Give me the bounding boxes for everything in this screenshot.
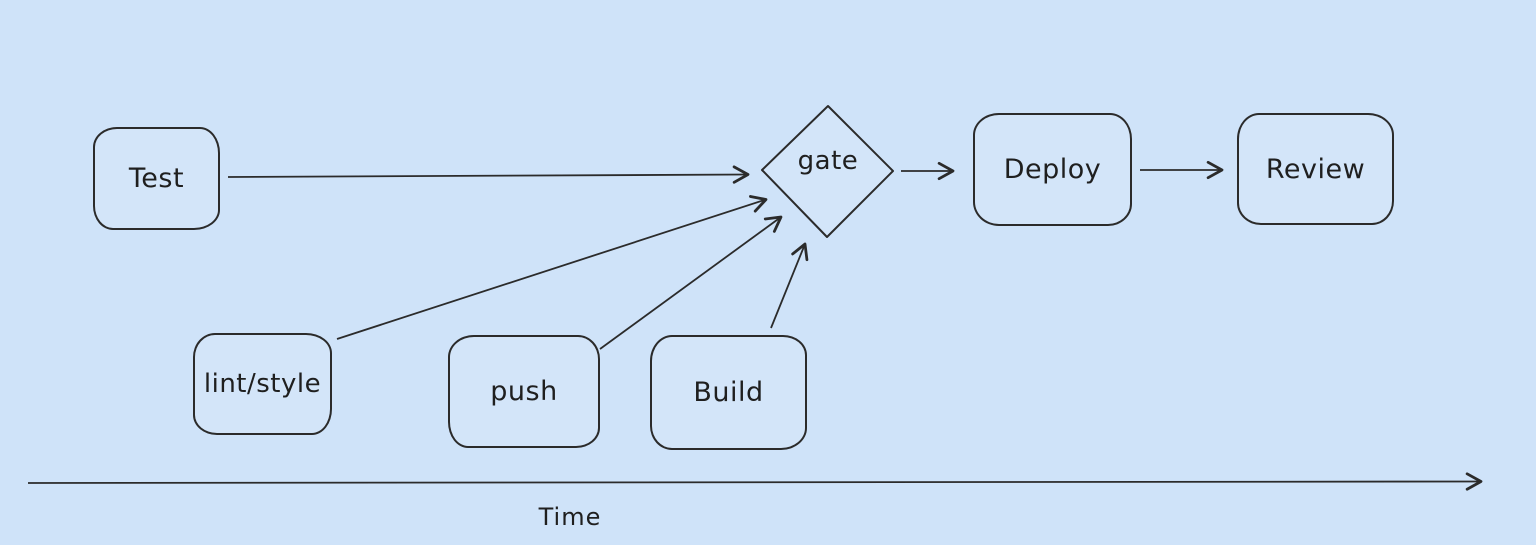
node-test-label: Test bbox=[128, 163, 185, 194]
node-lint-style[interactable]: lint/style bbox=[193, 333, 332, 435]
edge-lint-style-to-gate bbox=[336, 195, 768, 340]
edge-test-to-gate bbox=[227, 165, 750, 184]
node-build-label: Build bbox=[693, 377, 764, 408]
time-axis-arrow bbox=[27, 472, 1483, 491]
edge-push-to-gate bbox=[599, 215, 783, 350]
node-push[interactable]: push bbox=[448, 335, 600, 448]
edge-build-to-gate bbox=[770, 242, 809, 329]
gate-diamond-shape[interactable] bbox=[761, 105, 894, 238]
node-test[interactable]: Test bbox=[93, 127, 220, 230]
node-gate[interactable]: gate bbox=[763, 146, 893, 176]
node-deploy[interactable]: Deploy bbox=[973, 113, 1132, 226]
time-axis-label: Time bbox=[515, 503, 625, 531]
node-push-label: push bbox=[490, 376, 558, 407]
node-gate-label: gate bbox=[797, 146, 859, 176]
node-review-label: Review bbox=[1265, 153, 1366, 185]
time-axis-label-text: Time bbox=[538, 503, 602, 531]
node-deploy-label: Deploy bbox=[1003, 154, 1102, 185]
node-build[interactable]: Build bbox=[650, 335, 807, 450]
node-lint-style-label: lint/style bbox=[203, 369, 322, 399]
node-review[interactable]: Review bbox=[1237, 113, 1394, 225]
